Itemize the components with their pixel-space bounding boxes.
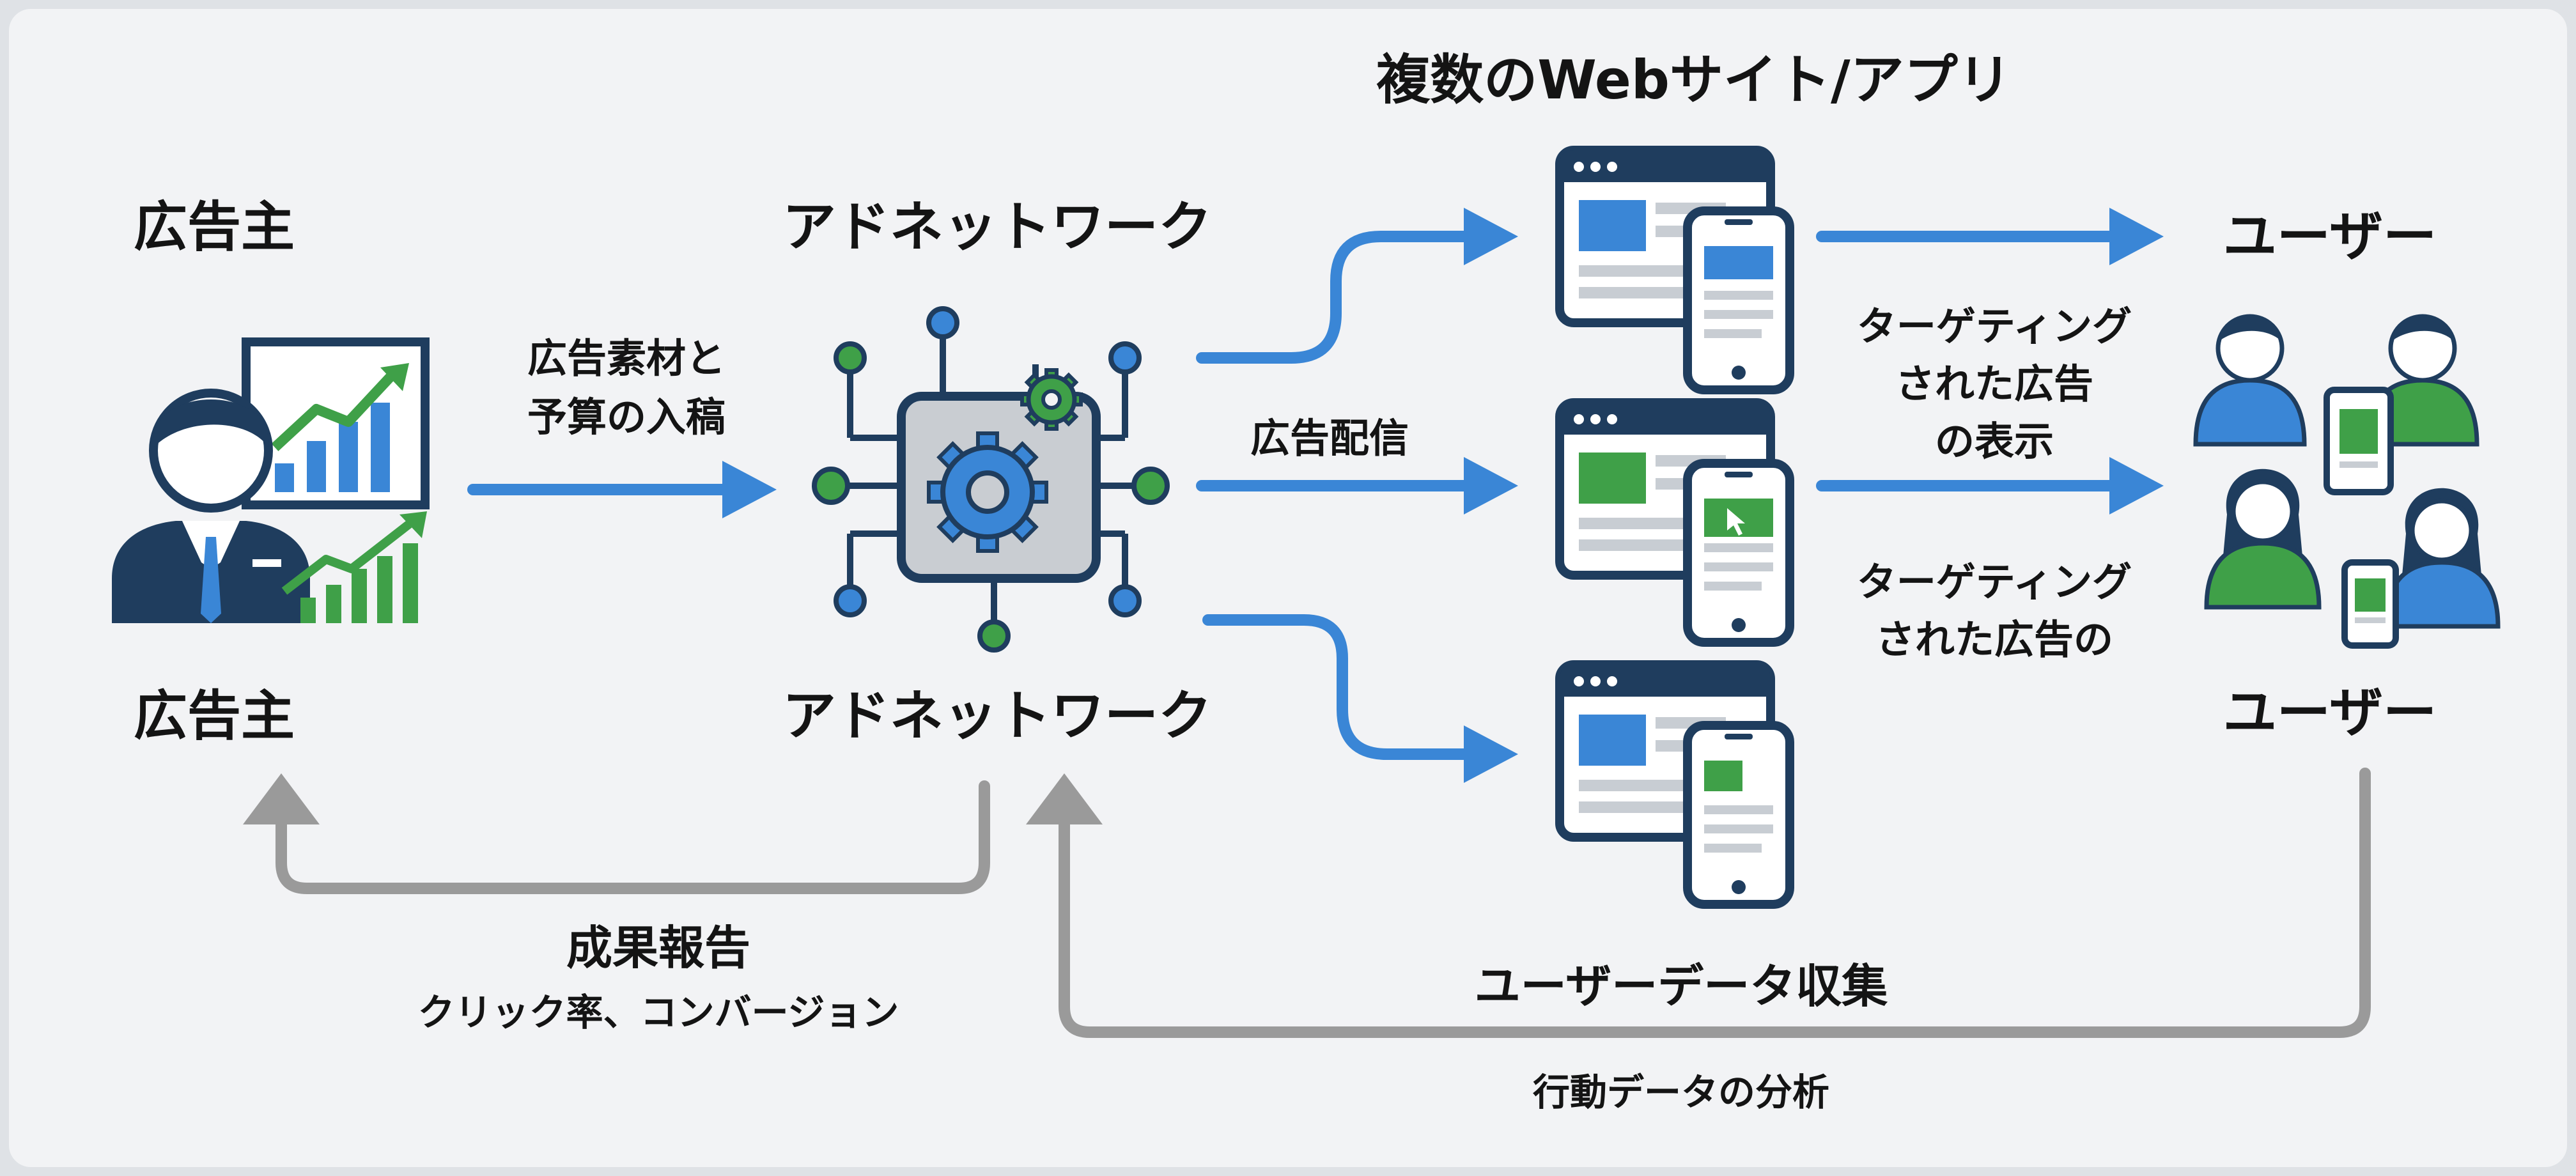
growth-chart-icon — [281, 511, 427, 623]
report-arrowhead — [243, 773, 320, 824]
diagram-card — [9, 9, 2567, 1167]
arrowhead — [1464, 457, 1518, 514]
users-title-top: ユーザー — [2223, 205, 2437, 268]
arrowhead — [722, 461, 777, 518]
arrowhead — [2109, 208, 2164, 265]
targeting1-line2: された広告 — [1895, 360, 2093, 407]
advertiser-title-bottom: 広告主 — [133, 685, 295, 747]
gear-icon — [1020, 368, 1083, 431]
website-mobile-icon — [1560, 403, 1790, 642]
website-mobile-icon — [1560, 665, 1790, 904]
targeting1-line3: の表示 — [1934, 418, 2054, 465]
gear-network-icon — [812, 306, 1170, 653]
submit-label-line2: 予算の入稿 — [527, 394, 725, 440]
collect-subtitle: 行動データの分析 — [1532, 1071, 1829, 1114]
businessman-icon — [112, 389, 310, 623]
arrowhead — [1464, 208, 1518, 265]
data-feedback-line — [1059, 768, 2371, 1038]
targeting2-line2: された広告の — [1875, 616, 2113, 663]
report-subtitle: クリック率、コンバージョン — [417, 991, 899, 1034]
delivery-label: 広告配信 — [1250, 415, 1409, 461]
arrowhead — [2109, 457, 2164, 514]
arrowhead — [1464, 725, 1518, 783]
delivery-arrow-top — [1196, 231, 1476, 364]
data-arrowhead — [1026, 773, 1103, 824]
tablet-icon — [2324, 387, 2394, 495]
report-feedback-line — [275, 780, 990, 894]
sites-title: 複数のWebサイト/アプリ — [1376, 49, 2012, 111]
report-title: 成果報告 — [566, 921, 750, 975]
delivery-arrow-bottom — [1202, 614, 1476, 760]
website-mobile-icon — [1560, 150, 1790, 390]
collect-title: ユーザーデータ収集 — [1474, 959, 1888, 1013]
network-title-bottom: アドネットワーク — [782, 685, 1212, 747]
users-title-bottom: ユーザー — [2223, 681, 2437, 744]
growth-chart-icon — [242, 337, 430, 509]
submit-label-line1: 広告素材と — [527, 335, 725, 382]
gear-icon — [927, 431, 1048, 553]
advertiser-title-top: 広告主 — [133, 196, 295, 258]
user-group-icon — [2196, 316, 2498, 649]
phone-icon — [2341, 559, 2399, 649]
targeting1-line1: ターゲティング — [1856, 303, 2132, 350]
network-title-top: アドネットワーク — [782, 196, 1212, 258]
targeting2-line1: ターゲティング — [1856, 559, 2132, 605]
